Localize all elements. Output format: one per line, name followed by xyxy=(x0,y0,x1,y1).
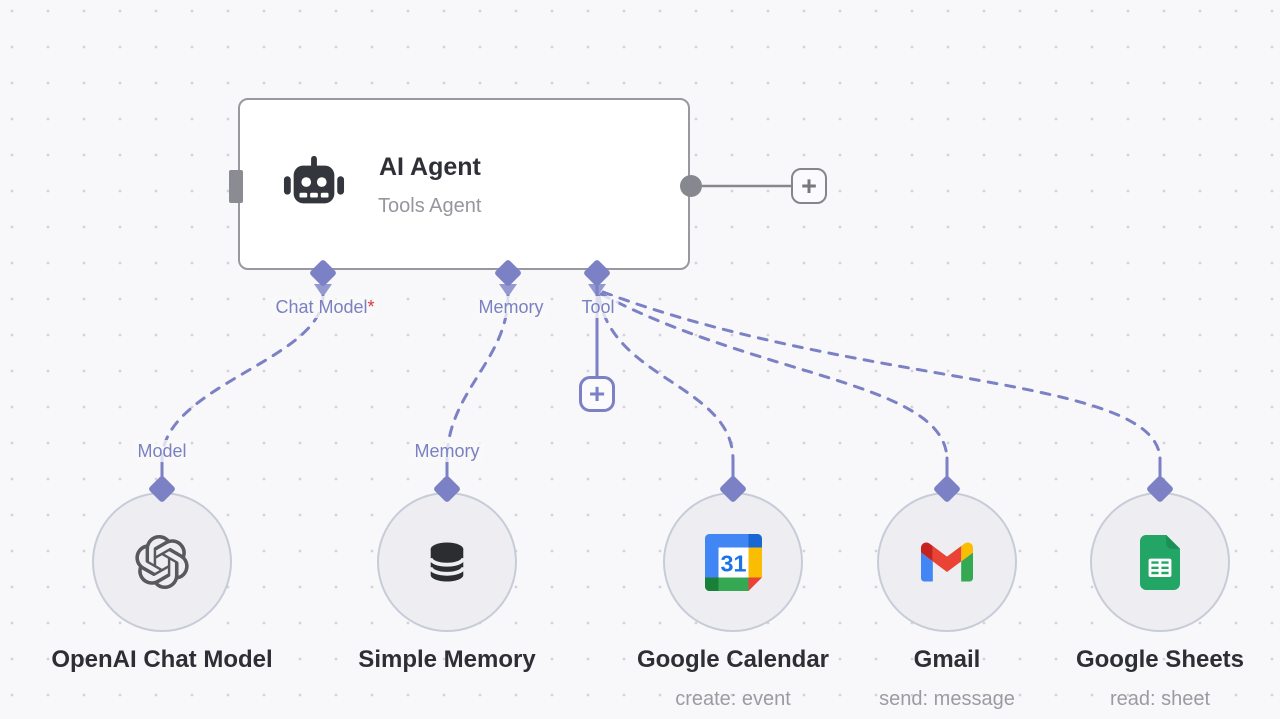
node-gmail[interactable] xyxy=(877,492,1017,632)
calendar-day-text: 31 xyxy=(720,550,746,576)
database-icon xyxy=(428,542,466,582)
node-name-openai: OpenAI Chat Model xyxy=(51,646,273,673)
connection-chat-model[interactable] xyxy=(160,294,325,462)
port-label-memory: Memory xyxy=(410,440,484,462)
node-name-google-calendar: Google Calendar xyxy=(636,646,830,673)
node-operation-gmail: send: message xyxy=(879,688,1015,710)
gmail-icon xyxy=(921,542,973,582)
add-next-node-button[interactable]: + xyxy=(791,168,827,204)
agent-input-label-chat-model: Chat Model* xyxy=(271,296,379,318)
arrowhead-tool xyxy=(588,284,606,297)
node-name-google-sheets: Google Sheets xyxy=(1075,646,1245,673)
agent-input-label-tool: Tool xyxy=(577,296,619,318)
plus-icon: + xyxy=(588,378,606,409)
plus-icon: + xyxy=(801,170,817,201)
agent-main-output-handle[interactable] xyxy=(680,175,702,197)
ai-agent-node[interactable]: AI Agent Tools Agent xyxy=(238,98,690,270)
connection-tool-gmail[interactable] xyxy=(599,292,949,462)
google-sheets-icon xyxy=(1140,534,1180,590)
connection-tool-calendar[interactable] xyxy=(597,294,735,462)
node-google-sheets[interactable] xyxy=(1090,492,1230,632)
agent-input-label-memory: Memory xyxy=(474,296,548,318)
node-name-gmail: Gmail xyxy=(913,646,981,673)
arrowhead-memory xyxy=(499,284,517,297)
arrowhead-chat-model xyxy=(314,284,332,297)
agent-subtitle: Tools Agent xyxy=(378,195,482,217)
port-label-model: Model xyxy=(133,440,191,462)
add-tool-button[interactable]: + xyxy=(579,376,615,412)
agent-main-input-handle[interactable] xyxy=(229,170,243,203)
connection-memory[interactable] xyxy=(445,294,510,462)
openai-icon xyxy=(135,535,189,589)
node-google-calendar[interactable]: 31 xyxy=(663,492,803,632)
node-simple-memory[interactable] xyxy=(377,492,517,632)
node-name-simple-memory: Simple Memory xyxy=(358,646,536,673)
required-marker: * xyxy=(367,297,375,317)
google-calendar-icon: 31 xyxy=(704,533,762,591)
connection-tool-sheets[interactable] xyxy=(601,290,1162,462)
robot-icon xyxy=(283,155,345,204)
agent-title: AI Agent xyxy=(379,153,481,181)
node-operation-google-calendar: create: event xyxy=(675,688,791,710)
node-openai-chat-model[interactable] xyxy=(92,492,232,632)
node-operation-google-sheets: read: sheet xyxy=(1109,688,1211,710)
